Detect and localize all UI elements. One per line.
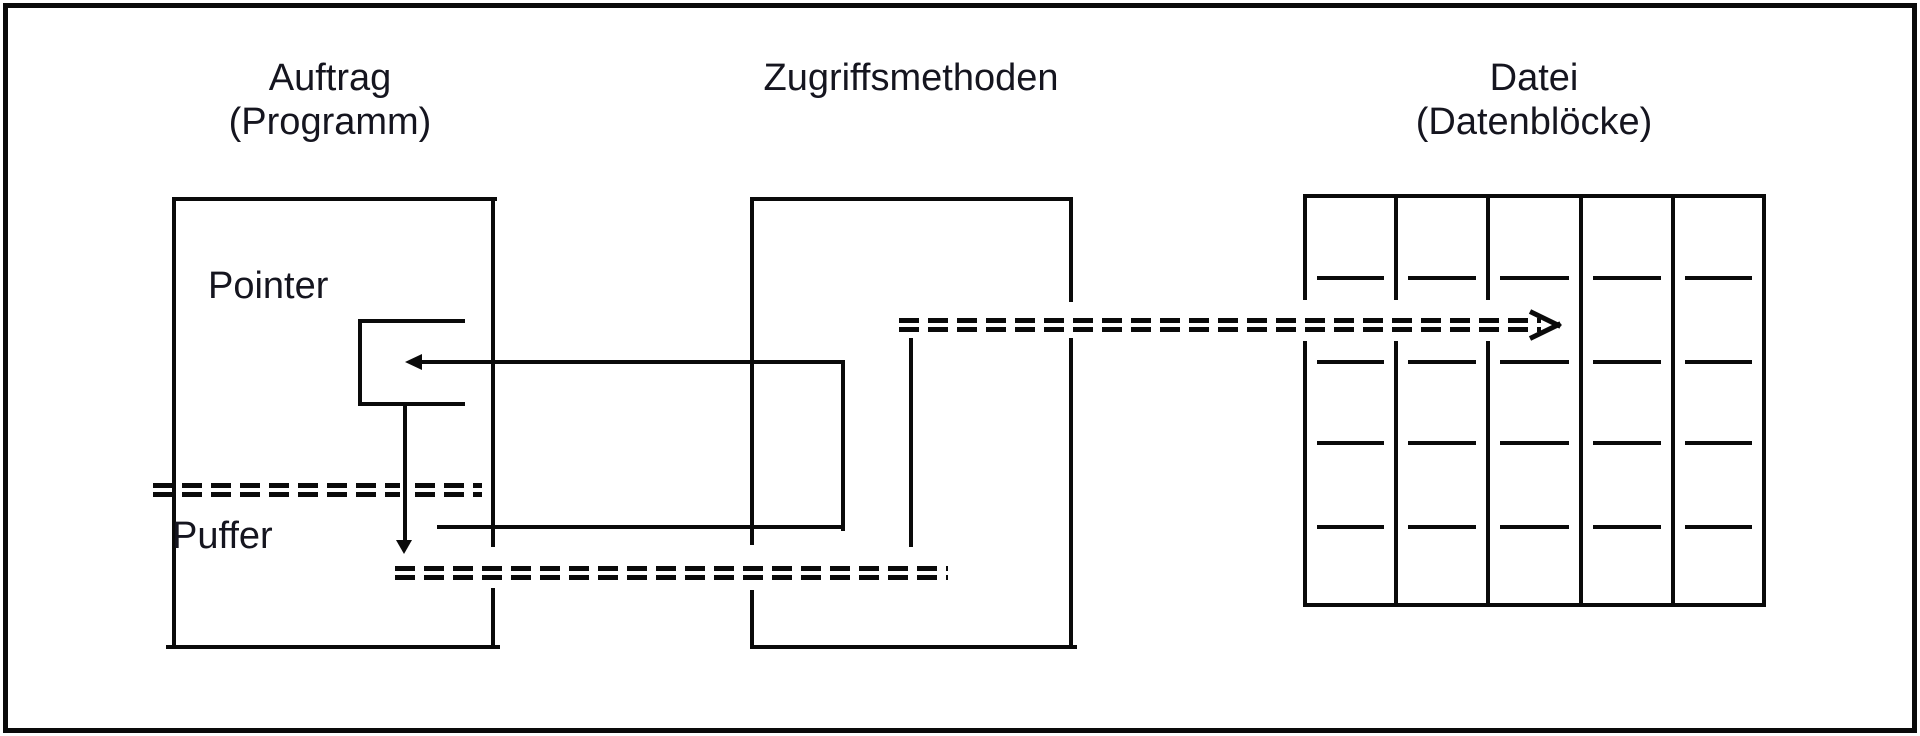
block-divider [1317,441,1384,445]
pointer-to-buffer-line [403,404,407,542]
block-divider [1317,276,1384,280]
datei-column-divider-upper [1394,194,1398,300]
title-datei: Datei (Datenblöcke) [1416,56,1653,144]
zugriff-box-top-edge [750,197,1073,201]
file-transfer-dashed-line [899,318,1541,323]
auftrag-box-right-edge-lower [491,588,495,649]
zugriff-internal-vertical-line [909,338,913,547]
block-divider [1593,525,1661,529]
block-divider [1408,276,1476,280]
block-divider [1500,525,1569,529]
pointer-cell-left-edge [358,319,362,406]
block-divider [1408,441,1476,445]
puffer-label: Puffer [172,515,273,557]
block-divider [1593,276,1661,280]
datei-column-divider-lower [1394,341,1398,607]
title-auftrag-line2: (Programm) [228,101,432,143]
datei-column-divider [1579,194,1583,607]
auftrag-box-bottom-edge [166,645,500,649]
buffer-boundary-dashed-line [415,492,482,497]
block-divider [1685,525,1752,529]
pointer-arrowhead-icon [405,354,422,370]
datei-table-top-edge [1303,194,1766,198]
block-divider [1593,441,1661,445]
buffer-transfer-dashed-line [395,566,948,571]
auftrag-box-top-edge [172,197,497,201]
datei-table-right-edge [1762,194,1766,607]
block-divider [1685,276,1752,280]
title-zugriffsmethoden-line1: Zugriffsmethoden [763,57,1059,99]
pointer-arrow-vertical-line [841,360,845,531]
title-datei-line2: (Datenblöcke) [1415,101,1653,143]
block-divider [1408,360,1476,364]
pointer-cell-top-edge [358,319,465,323]
buffer-return-line [437,525,845,529]
auftrag-box-left-edge [172,197,176,649]
block-divider [1685,360,1752,364]
block-divider [1593,360,1661,364]
outer-border [3,3,1917,733]
datei-table-left-edge-lower [1303,341,1307,607]
zugriff-box-left-edge-upper [750,197,754,545]
datei-column-divider-lower [1486,341,1490,607]
buffer-boundary-dashed-line [153,483,400,488]
pointer-label: Pointer [208,265,329,307]
block-divider [1317,360,1384,364]
block-divider [1408,525,1476,529]
block-divider [1500,441,1569,445]
title-auftrag-line1: Auftrag [268,57,392,99]
file-transfer-dashed-line [899,327,1541,332]
zugriff-box-bottom-edge [750,645,1077,649]
zugriff-box-left-edge-lower [750,590,754,649]
block-divider [1685,441,1752,445]
pointer-cell-bottom-edge [358,402,465,406]
auftrag-box-right-edge-upper [491,197,495,547]
title-datei-line1: Datei [1489,57,1579,99]
block-divider [1500,276,1569,280]
title-auftrag: Auftrag (Programm) [229,56,432,144]
block-divider [1500,360,1569,364]
buffer-boundary-dashed-line [415,483,482,488]
zugriff-box-right-edge-lower [1069,338,1073,649]
datei-column-divider [1671,194,1675,607]
datei-column-divider-upper [1486,194,1490,300]
buffer-boundary-dashed-line [153,492,400,497]
block-divider [1317,525,1384,529]
pointer-arrow-horizontal-line [421,360,845,364]
title-zugriffsmethoden: Zugriffsmethoden [763,56,1058,100]
zugriff-box-right-edge-upper [1069,197,1073,302]
datei-table-bottom-edge [1303,603,1766,607]
buffer-transfer-dashed-line [395,575,948,580]
buffer-arrowhead-icon [396,540,412,554]
datei-table-left-edge-upper [1303,194,1307,300]
